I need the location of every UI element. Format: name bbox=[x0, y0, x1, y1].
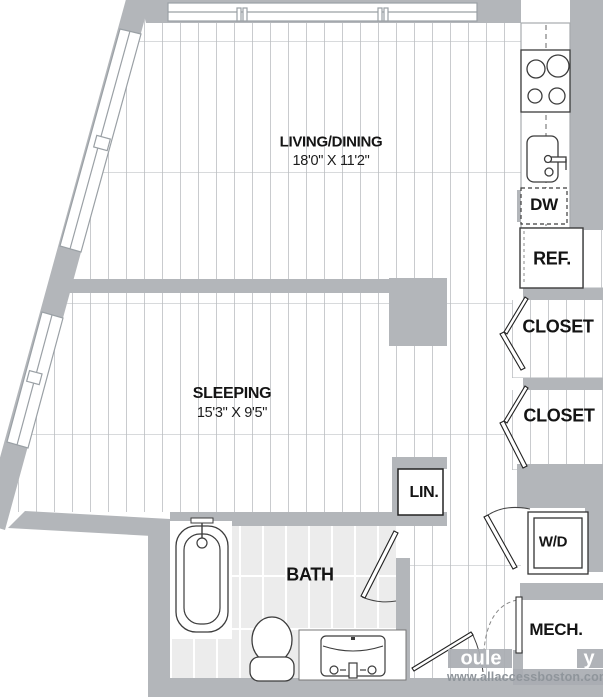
label-mechanical: MECH. bbox=[529, 620, 583, 639]
wd-door bbox=[483, 507, 531, 570]
room-label-sleeping: SLEEPING bbox=[192, 385, 272, 402]
wall-mech-left bbox=[513, 650, 523, 680]
wall-between-closets bbox=[523, 378, 603, 390]
refrigerator-box bbox=[519, 227, 584, 289]
watermark-brand-fragment-left: oule bbox=[460, 647, 502, 670]
room-dims-living-dining: 18'0" X 11'2" bbox=[292, 153, 370, 169]
linen-closet-box bbox=[397, 468, 444, 516]
wall-below-closets bbox=[517, 464, 603, 508]
window-left-upper bbox=[59, 28, 142, 253]
mech-door bbox=[483, 596, 523, 654]
stove-icon bbox=[520, 49, 571, 113]
bifold-door-closet-lower bbox=[499, 385, 529, 469]
watermark-url: www.allaccessboston.com bbox=[447, 670, 603, 684]
label-washer-dryer: W/D bbox=[538, 533, 568, 551]
wall-linen-top bbox=[392, 457, 447, 469]
washer-dryer-box bbox=[527, 511, 589, 575]
wall-right-wd bbox=[585, 508, 603, 572]
wood-floor-closet-upper bbox=[512, 300, 603, 378]
watermark-brand-fragment-right: y bbox=[583, 647, 595, 670]
label-closet-lower: CLOSET bbox=[523, 405, 595, 426]
bath-door bbox=[360, 530, 399, 603]
kitchen-sink-icon bbox=[526, 135, 567, 183]
wall-room-divider bbox=[68, 279, 390, 293]
room-label-living-dining: LIVING/DINING bbox=[279, 133, 383, 151]
wood-floor-ref-strip bbox=[583, 228, 603, 288]
watermark-patch bbox=[577, 649, 603, 668]
wall-bath-top bbox=[170, 512, 447, 526]
wall-above-mech bbox=[520, 583, 603, 600]
label-linen: LIN. bbox=[409, 484, 439, 501]
wall-ref-closet bbox=[523, 288, 603, 300]
dishwasher-box bbox=[517, 187, 568, 225]
label-refrigerator: REF. bbox=[533, 248, 571, 269]
wall-right-kitchen bbox=[570, 0, 603, 230]
column bbox=[389, 278, 447, 346]
wall-linen-left bbox=[392, 469, 398, 515]
wall-bath-left bbox=[148, 519, 170, 697]
vanity-sink-icon bbox=[298, 629, 407, 681]
label-closet-upper: CLOSET bbox=[522, 316, 594, 337]
watermark-patch bbox=[448, 649, 512, 668]
wall-sleeping-bottom bbox=[8, 511, 170, 537]
bathtub-icon bbox=[170, 517, 232, 639]
wood-floor-closet-lower bbox=[512, 390, 603, 470]
wall-bottom bbox=[148, 678, 603, 697]
bifold-door-closet-upper bbox=[499, 296, 529, 371]
window-left-lower bbox=[6, 311, 64, 449]
window-top bbox=[167, 2, 478, 22]
room-label-bath: BATH bbox=[286, 564, 334, 585]
toilet-icon bbox=[249, 616, 295, 682]
label-dishwasher: DW bbox=[530, 195, 558, 214]
room-dims-sleeping: 15'3" X 9'5" bbox=[196, 405, 268, 421]
watermark-patch bbox=[513, 669, 603, 685]
